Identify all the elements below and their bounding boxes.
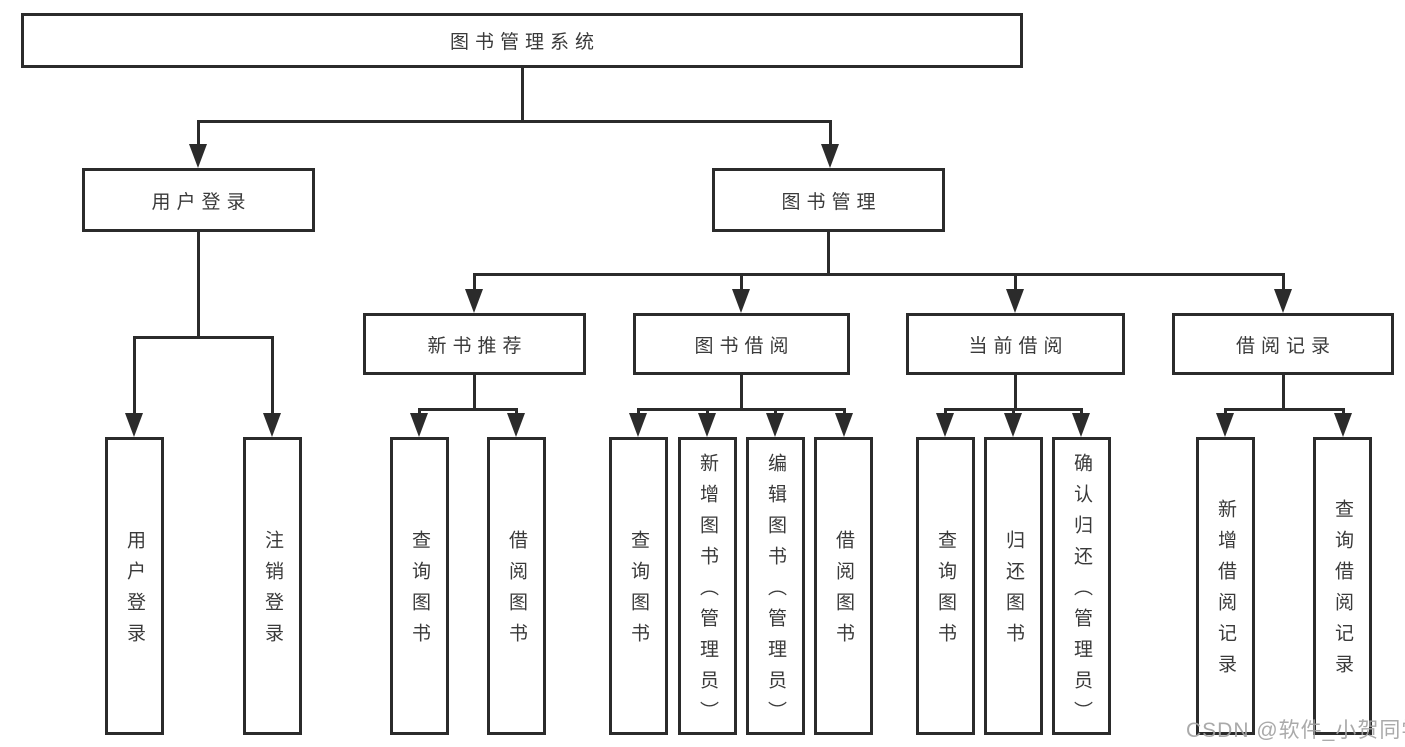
connector-line <box>740 375 743 411</box>
arrowhead-down-icon <box>835 413 853 437</box>
connector-line <box>133 336 274 339</box>
leaf-label: 确认归还（管理员） <box>1071 452 1092 732</box>
node-book-management: 图书管理 <box>712 168 945 232</box>
node-label: 图书管理系统 <box>449 32 600 53</box>
arrowhead-down-icon <box>821 144 839 168</box>
node-book-borrowing: 图书借阅 <box>633 313 850 375</box>
csdn-watermark: CSDN @软件_小贺同学 <box>1186 719 1405 742</box>
arrowhead-down-icon <box>936 413 954 437</box>
connector-line <box>521 68 524 123</box>
arrowhead-down-icon <box>465 289 483 313</box>
node-new-book-recommend: 新书推荐 <box>363 313 586 375</box>
node-label: 借阅记录 <box>1235 335 1336 357</box>
node-label: 图书借阅 <box>694 335 795 357</box>
arrowhead-down-icon <box>1216 413 1234 437</box>
connector-line <box>1282 375 1285 411</box>
connector-line <box>197 232 200 339</box>
leaf-add-books-admin: 新增图书（管理员） <box>678 437 737 735</box>
arrowhead-down-icon <box>1004 413 1022 437</box>
leaf-edit-books-admin: 编辑图书（管理员） <box>746 437 805 735</box>
arrowhead-down-icon <box>507 413 525 437</box>
connector-line <box>418 408 421 415</box>
leaf-user-login: 用户登录 <box>105 437 164 735</box>
leaf-label: 归还图书 <box>1003 530 1024 654</box>
arrowhead-down-icon <box>125 413 143 437</box>
leaf-logout: 注销登录 <box>243 437 302 735</box>
leaf-add-borrow-record: 新增借阅记录 <box>1196 437 1255 735</box>
arrowhead-down-icon <box>263 413 281 437</box>
connector-line <box>1080 408 1083 415</box>
node-current-borrowing: 当前借阅 <box>906 313 1125 375</box>
node-borrow-records: 借阅记录 <box>1172 313 1394 375</box>
arrowhead-down-icon <box>189 144 207 168</box>
connector-line <box>944 408 947 415</box>
connector-line <box>133 336 136 415</box>
leaf-label: 新增图书（管理员） <box>697 452 718 732</box>
leaf-borrow-books: 借阅图书 <box>814 437 873 735</box>
leaf-label: 编辑图书（管理员） <box>765 452 786 732</box>
node-library-management-system: 图书管理系统 <box>21 13 1023 68</box>
node-label: 当前借阅 <box>968 335 1069 357</box>
connector-line <box>740 273 743 291</box>
node-user-login: 用户登录 <box>82 168 315 232</box>
arrowhead-down-icon <box>732 289 750 313</box>
leaf-label: 借阅图书 <box>833 530 854 654</box>
leaf-return-books: 归还图书 <box>984 437 1043 735</box>
connector-line <box>1224 408 1227 415</box>
leaf-label: 查询借阅记录 <box>1332 499 1353 685</box>
node-label: 用户登录 <box>151 191 252 213</box>
arrowhead-down-icon <box>698 413 716 437</box>
connector-line <box>473 375 476 411</box>
leaf-label: 用户登录 <box>124 530 145 654</box>
node-label: 图书管理 <box>781 191 882 213</box>
connector-line <box>197 120 831 123</box>
connector-line <box>1342 408 1345 415</box>
arrowhead-down-icon <box>1334 413 1352 437</box>
connector-line <box>1282 273 1285 291</box>
connector-line <box>637 408 845 411</box>
node-label: 新书推荐 <box>427 335 528 357</box>
connector-line <box>843 408 846 415</box>
connector-line <box>1014 375 1017 411</box>
leaf-query-books: 查询图书 <box>916 437 975 735</box>
connector-line <box>1012 408 1015 415</box>
connector-line <box>1224 408 1344 411</box>
connector-line <box>637 408 640 415</box>
connector-line <box>271 336 274 415</box>
leaf-label: 注销登录 <box>262 530 283 654</box>
leaf-label: 查询图书 <box>628 530 649 654</box>
leaf-query-books: 查询图书 <box>609 437 668 735</box>
connector-line <box>515 408 518 415</box>
arrowhead-down-icon <box>1072 413 1090 437</box>
connector-line <box>706 408 709 415</box>
connector-line <box>473 273 1284 276</box>
leaf-query-books: 查询图书 <box>390 437 449 735</box>
leaf-confirm-return-admin: 确认归还（管理员） <box>1052 437 1111 735</box>
arrowhead-down-icon <box>1006 289 1024 313</box>
leaf-label: 查询图书 <box>409 530 430 654</box>
arrowhead-down-icon <box>1274 289 1292 313</box>
connector-line <box>473 273 476 291</box>
leaf-label: 借阅图书 <box>506 530 527 654</box>
connector-line <box>829 120 832 148</box>
leaf-borrow-books: 借阅图书 <box>487 437 546 735</box>
leaf-query-borrow-record: 查询借阅记录 <box>1313 437 1372 735</box>
leaf-label: 新增借阅记录 <box>1215 499 1236 685</box>
connector-line <box>774 408 777 415</box>
arrowhead-down-icon <box>766 413 784 437</box>
connector-line <box>827 232 830 276</box>
connector-line <box>418 408 518 411</box>
leaf-label: 查询图书 <box>935 530 956 654</box>
connector-line <box>197 120 200 148</box>
arrowhead-down-icon <box>410 413 428 437</box>
arrowhead-down-icon <box>629 413 647 437</box>
connector-line <box>1014 273 1017 291</box>
